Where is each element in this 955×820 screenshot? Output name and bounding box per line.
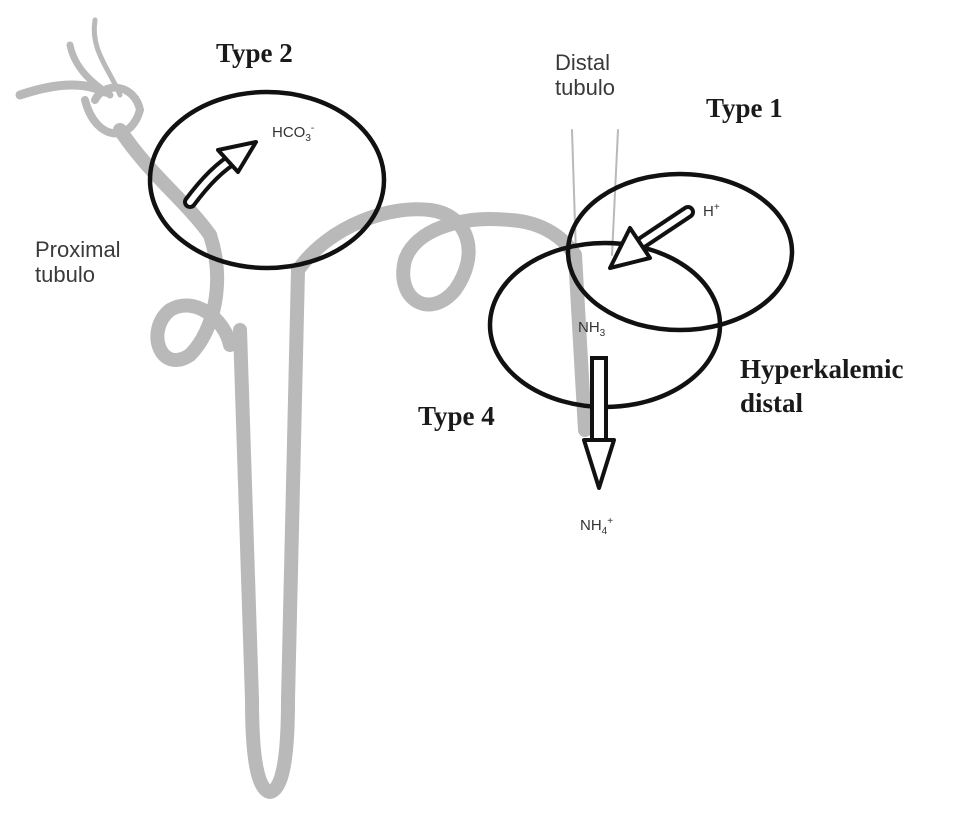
vessel-segment: [20, 85, 105, 95]
hco3-arrow: [190, 142, 256, 202]
distal-line2: tubulo: [555, 75, 615, 100]
hyperkalemic-distal-label: Hyperkalemic distal: [740, 353, 903, 421]
proximal-tubulo-label: Proximal tubulo: [35, 237, 121, 288]
type2-label: Type 2: [216, 40, 293, 67]
hco3-ion-label: HCO3-: [272, 124, 314, 144]
type4-label: Type 4: [418, 403, 495, 430]
nh4-ion-label: NH4+: [580, 517, 613, 537]
nh3-label: NH3: [578, 320, 605, 339]
proximal-coil: [157, 235, 230, 360]
distal-coil: [403, 210, 575, 304]
distal-tubule-line: [612, 130, 618, 255]
type1-region-ellipse: [568, 174, 792, 330]
hyperkalemic-line2: distal: [740, 387, 903, 421]
distal-tubulo-label: Distal tubulo: [555, 50, 615, 101]
type2-region-ellipse: [150, 92, 384, 268]
nephron-tubule: [20, 20, 618, 792]
h-ion-label: H+: [703, 203, 720, 219]
hyperkalemic-line1: Hyperkalemic: [740, 353, 903, 387]
loop-of-henle: [240, 270, 298, 792]
proximal-line2: tubulo: [35, 262, 121, 287]
proximal-tubule: [120, 130, 210, 235]
proximal-line1: Proximal: [35, 237, 121, 262]
distal-line1: Distal: [555, 50, 615, 75]
type1-label: Type 1: [706, 95, 783, 122]
